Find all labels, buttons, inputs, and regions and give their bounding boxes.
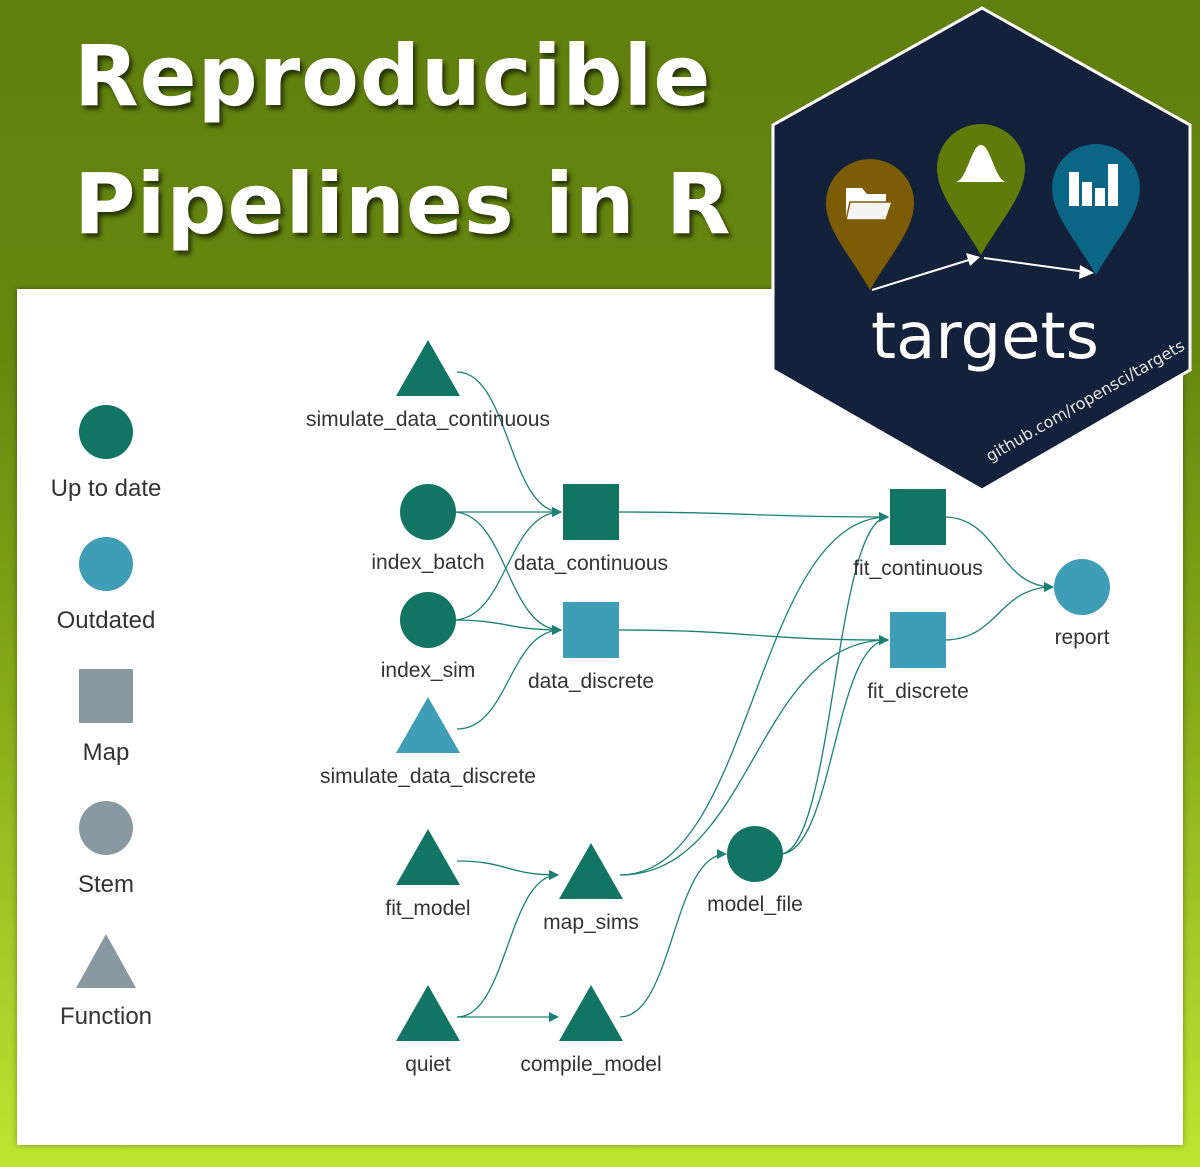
logo-arrows <box>871 253 1094 291</box>
node-label-quiet: quiet <box>405 1053 451 1076</box>
node-map_sims[interactable]: map_sims <box>543 843 639 934</box>
edge-index_batch-to-data_discrete <box>452 511 562 635</box>
node-label-fit_model: fit_model <box>385 897 470 920</box>
graph-nodes: simulate_data_continuous index_batchindex… <box>306 340 1110 1076</box>
edge-quiet-to-map_sims <box>456 870 559 1018</box>
node-shape-fit_discrete[interactable] <box>890 612 946 668</box>
node-label-index_batch: index_batch <box>371 551 484 574</box>
node-label-fit_continuous: fit_continuous <box>853 557 983 580</box>
legend-stem-swatch <box>79 801 133 855</box>
node-compile_model[interactable]: compile_model <box>520 985 662 1076</box>
logo-pin-bell-curve <box>937 124 1025 255</box>
graph-edges <box>452 371 1054 1022</box>
node-shape-map_sims[interactable] <box>559 843 623 899</box>
legend-stem-label: Stem <box>78 871 134 898</box>
page-title-line-2: Pipelines in R <box>74 155 732 253</box>
node-label-simulate_data_continuous: simulate_data_continuous <box>306 408 550 431</box>
edge-model_file-to-fit_continuous <box>779 512 889 855</box>
page-title-line-1: Reproducible <box>74 27 712 125</box>
edge-map_sims-to-fit_continuous <box>619 512 889 876</box>
node-model_file[interactable]: model_file <box>707 826 803 916</box>
edge-model_file-to-fit_discrete <box>779 635 889 855</box>
edge-compile_model-to-model_file <box>619 849 727 1018</box>
legend-outdated-swatch <box>79 537 133 591</box>
node-shape-data_continuous[interactable] <box>563 484 619 540</box>
legend-up-to-date-swatch <box>79 405 133 459</box>
bar-chart-icon <box>1069 164 1118 206</box>
node-simulate_data_continuous[interactable]: simulate_data_continuous <box>306 340 550 431</box>
legend: Up to date Outdated Map Stem Function <box>51 405 162 1030</box>
node-label-compile_model: compile_model <box>520 1053 661 1076</box>
node-shape-data_discrete[interactable] <box>563 602 619 658</box>
edge-fit_discrete-to-report <box>943 582 1054 641</box>
node-label-index_sim: index_sim <box>381 659 476 682</box>
edge-data_discrete-to-fit_discrete <box>616 629 889 645</box>
node-label-report: report <box>1055 626 1110 649</box>
node-data_discrete[interactable]: data_discrete <box>528 602 654 693</box>
bell-curve-icon <box>955 145 1007 182</box>
logo-pin-folder <box>826 159 914 290</box>
node-fit_continuous[interactable]: fit_continuous <box>853 489 983 580</box>
node-shape-fit_continuous[interactable] <box>890 489 946 545</box>
node-label-map_sims: map_sims <box>543 911 639 934</box>
edge-data_continuous-to-fit_continuous <box>616 511 889 522</box>
legend-function-swatch <box>76 934 136 988</box>
node-label-fit_discrete: fit_discrete <box>867 680 969 703</box>
targets-logo: targets github.com/ropensci/targets <box>771 6 1192 492</box>
node-shape-model_file[interactable] <box>727 826 783 882</box>
edge-index_sim-to-data_discrete <box>452 619 562 635</box>
node-shape-index_batch[interactable] <box>400 484 456 540</box>
folder-icon <box>845 188 894 221</box>
node-simulate_data_discrete[interactable]: simulate_data_discrete <box>320 697 536 788</box>
legend-map-label: Map <box>83 739 130 766</box>
node-data_continuous[interactable]: data_continuous <box>514 484 668 575</box>
legend-map-swatch <box>79 669 133 723</box>
node-shape-index_sim[interactable] <box>400 592 456 648</box>
legend-outdated-label: Outdated <box>57 607 156 634</box>
node-fit_model[interactable]: fit_model <box>385 829 471 920</box>
node-shape-simulate_data_continuous[interactable] <box>396 340 460 396</box>
node-fit_discrete[interactable]: fit_discrete <box>867 612 969 703</box>
node-shape-report[interactable] <box>1054 559 1110 615</box>
logo-pin-bar-chart <box>1052 144 1140 275</box>
node-label-simulate_data_discrete: simulate_data_discrete <box>320 765 536 788</box>
edge-simulate_data_continuous-to-data_continuous <box>456 371 562 517</box>
edge-fit_continuous-to-report <box>943 516 1054 592</box>
logo-name: targets <box>871 300 1099 374</box>
node-index_sim[interactable]: index_sim <box>381 592 476 682</box>
edge-index_sim-to-data_continuous <box>452 507 562 621</box>
node-label-data_continuous: data_continuous <box>514 552 668 575</box>
edge-fit_model-to-map_sims <box>456 860 559 880</box>
node-index_batch[interactable]: index_batch <box>371 484 485 574</box>
node-shape-compile_model[interactable] <box>559 985 623 1041</box>
node-label-model_file: model_file <box>707 893 803 916</box>
legend-function-label: Function <box>60 1003 152 1030</box>
legend-up-to-date-label: Up to date <box>51 475 162 502</box>
node-label-data_discrete: data_discrete <box>528 670 654 693</box>
node-shape-fit_model[interactable] <box>396 829 460 885</box>
node-report[interactable]: report <box>1054 559 1110 649</box>
edge-simulate_data_discrete-to-data_discrete <box>456 625 562 730</box>
node-shape-simulate_data_discrete[interactable] <box>396 697 460 753</box>
node-quiet[interactable]: quiet <box>396 985 460 1076</box>
node-shape-quiet[interactable] <box>396 985 460 1041</box>
